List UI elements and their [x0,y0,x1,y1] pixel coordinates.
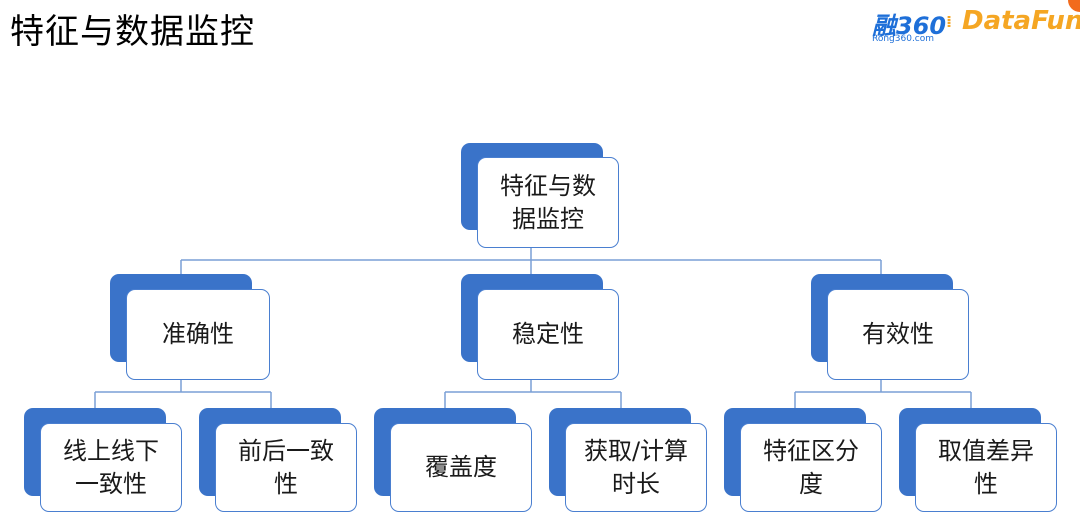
node-label: 特征与数据监控 [477,157,619,248]
node-stability: 稳定性 [461,274,619,380]
node-label: 线上线下一致性 [40,423,182,512]
node-label: 前后一致性 [215,423,357,512]
page-title: 特征与数据监控 [10,12,255,52]
connector-stability-children [444,380,622,423]
node-before-after-consistency: 前后一致性 [199,408,357,512]
connector-accuracy-children [94,380,272,423]
node-label: 特征区分度 [740,423,882,512]
node-accuracy: 准确性 [110,274,270,380]
node-label: 获取/计算时长 [565,423,707,512]
connector-validity-children [794,380,972,423]
node-label: 准确性 [126,289,270,380]
node-label: 取值差异性 [915,423,1057,512]
node-root: 特征与数据监控 [461,143,619,248]
node-validity: 有效性 [811,274,969,380]
rong360-logo: 融360 [872,12,947,40]
node-label: 有效性 [827,289,969,380]
datafun-logo: DataFun. [962,6,1080,36]
node-online-offline-consistency: 线上线下一致性 [24,408,182,512]
node-value-variance: 取值差异性 [899,408,1057,512]
node-label: 稳定性 [477,289,619,380]
node-fetch-compute-duration: 获取/计算时长 [549,408,707,512]
node-label: 覆盖度 [390,423,532,512]
node-coverage: 覆盖度 [374,408,532,512]
rong360-logo-subtext: Rong360.com [872,34,935,44]
logo-group: 融360 Rong360.com ⁞ DataFun. [870,0,1080,50]
datafun-dots-icon: ⁞ [946,12,953,31]
node-feature-discrimination: 特征区分度 [724,408,882,512]
